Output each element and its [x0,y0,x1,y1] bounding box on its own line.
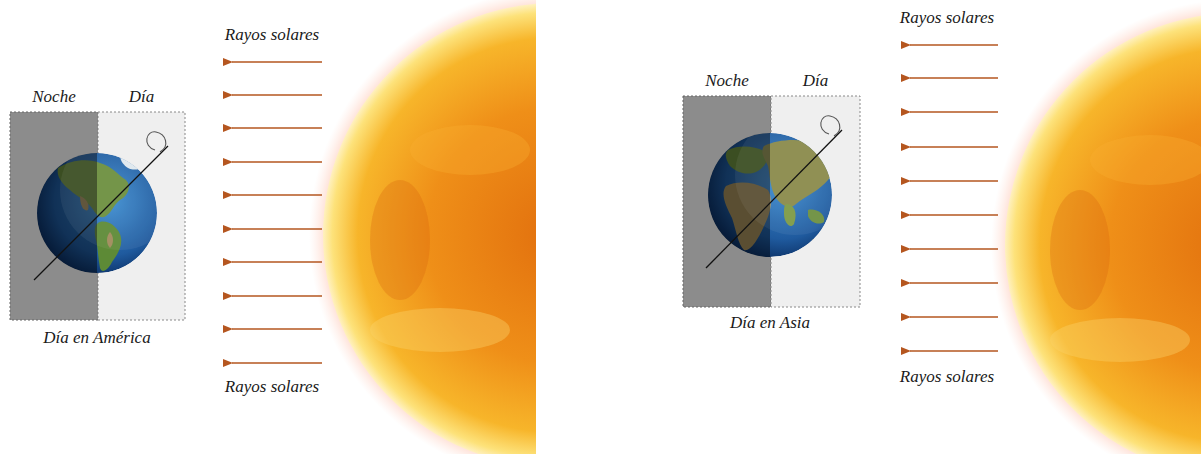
night-band: Noche [683,96,771,307]
panel-caption: Día en América [43,328,150,348]
rays-label: Rayos solares [900,367,994,387]
panel-caption: Día en Asia [730,313,810,333]
day-band: Día [771,96,860,307]
band-label: Día [803,71,829,91]
band-label: Día [129,87,155,107]
night-band: Noche [10,112,98,320]
rays-label: Rayos solares [900,8,994,28]
rays-label: Rayos solares [225,25,319,45]
day-band: Día [98,112,185,320]
band-label: Noche [32,87,75,107]
band-label: Noche [705,71,748,91]
rays-label: Rayos solares [225,377,319,397]
